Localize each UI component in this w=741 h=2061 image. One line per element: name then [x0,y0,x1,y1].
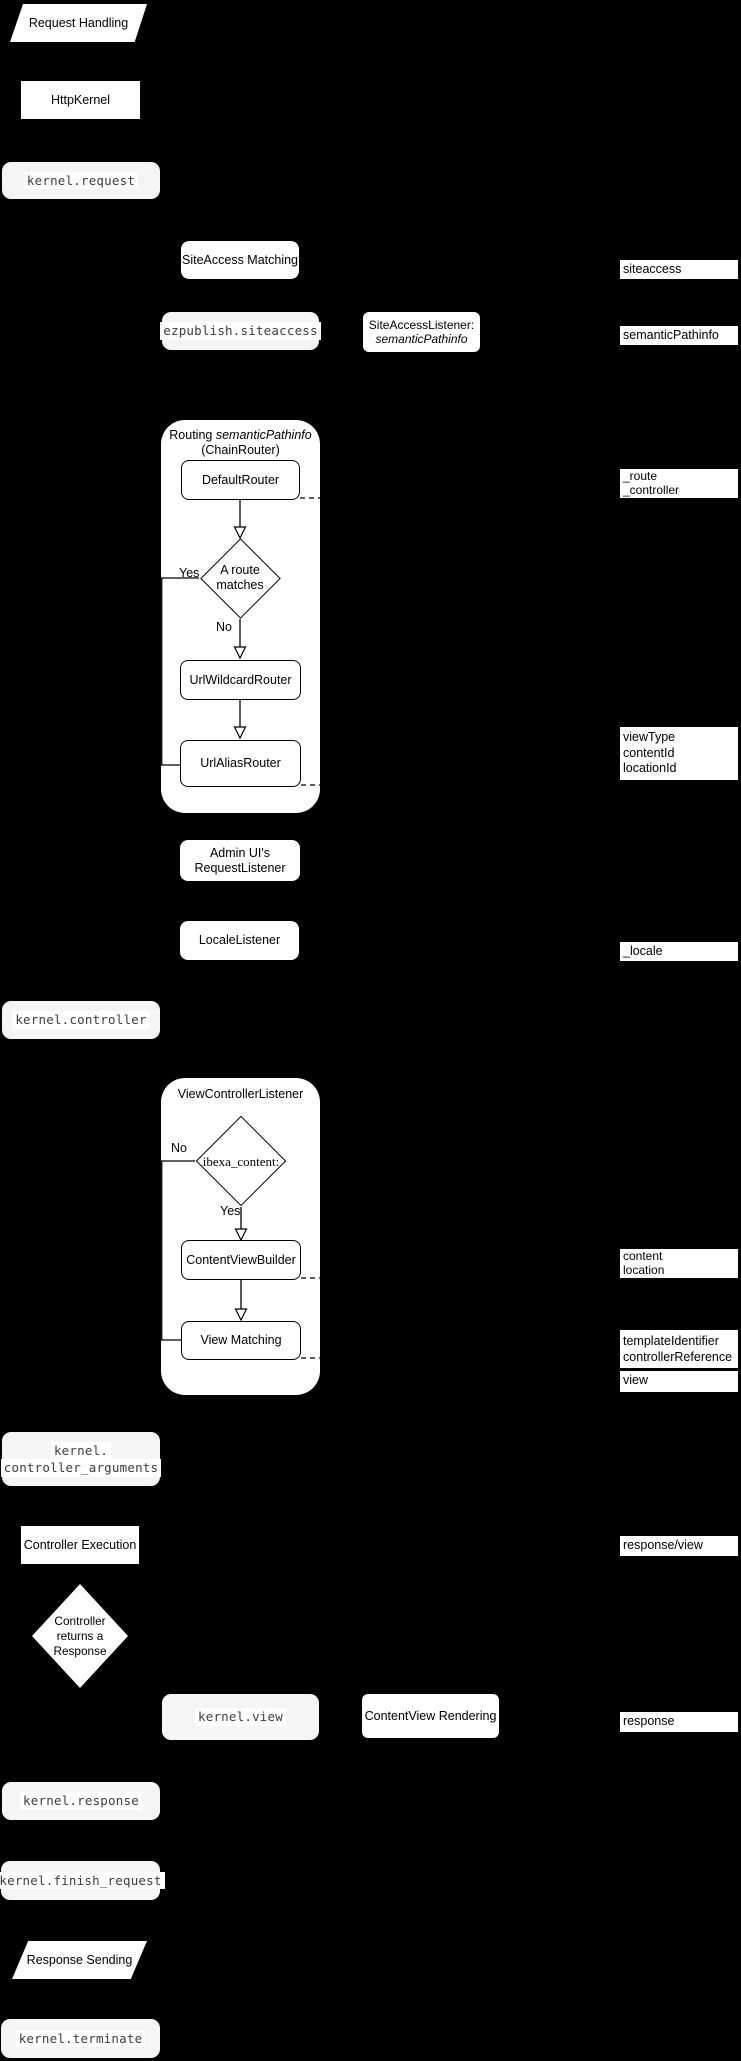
ezpublish-siteaccess-event: ezpublish.siteaccess [160,312,321,350]
route-param: _route [623,469,658,483]
response-sending-terminator: Response Sending [12,1941,147,1979]
semantic-pathinfo-param-label: semanticPathinfo [623,328,719,342]
siteaccess-param-label: siteaccess [623,262,682,276]
open-arrowhead-icon [234,1228,248,1242]
semantic-pathinfo-param-bar: semanticPathinfo [620,326,738,345]
response-view-param-label: response/view [623,1538,703,1552]
view-param-bar: view [620,1371,738,1392]
view-params-bar: viewType contentId locationId [620,727,738,780]
ezpublish-siteaccess-label: ezpublish.siteaccess [160,322,321,340]
kernel-response-event: kernel.response [2,1782,160,1820]
locationid-param: locationId [623,761,677,775]
kernel-finish-request-label: kernel.finish_request [0,1871,165,1890]
response-param-label: response [623,1714,675,1728]
view-param-label: view [623,1373,649,1387]
siteaccess-matching-label: SiteAccess Matching [181,252,299,267]
kernel-request-label: kernel.request [23,171,139,190]
no-branch-label: No [171,1141,187,1155]
contentview-rendering-label: ContentView Rendering [364,1708,497,1723]
kernel-terminate-label: kernel.terminate [15,2029,146,2048]
routing-flow-lines [161,497,320,786]
view-matching-node: View Matching [181,1321,301,1360]
siteaccess-listener-node: SiteAccessListener: semanticPathinfo [363,312,480,352]
yes-branch-label: Yes [179,566,200,580]
open-arrowhead-icon [233,526,247,540]
url-alias-router-label: UrlAliasRouter [200,756,281,770]
view-matching-label: View Matching [200,1333,282,1347]
locale-listener-label: LocaleListener [198,933,281,948]
response-view-param-bar: response/view [620,1536,738,1556]
siteaccess-matching-node: SiteAccess Matching [181,241,299,279]
http-kernel-node: HttpKernel [21,81,140,119]
content-view-builder-label: ContentViewBuilder [186,1252,296,1267]
controller-reference-param: controllerReference [623,1350,733,1364]
open-arrowhead-icon [233,646,247,660]
kernel-finish-request-event: kernel.finish_request [0,1861,165,1900]
contentid-param: contentId [623,745,675,760]
controller-returns-line2: returns a [56,1628,104,1643]
open-arrowhead-icon [233,726,247,740]
request-handling-terminator: Request Handling [10,4,147,42]
default-router-node: DefaultRouter [181,460,300,500]
siteaccess-listener-line1: SiteAccessListener: [368,317,475,332]
response-param-bar: response [620,1712,738,1732]
controller-returns-line1: Controller [54,1613,106,1628]
controller-returns-response-decision: Controller returns a Response [32,1584,128,1688]
siteaccess-listener-line2: semanticPathinfo [375,332,468,346]
default-router-label: DefaultRouter [201,472,280,487]
kernel-response-label: kernel.response [20,1792,142,1810]
response-sending-label: Response Sending [26,1953,133,1967]
locale-listener-node: LocaleListener [180,921,299,960]
kernel-controller-arguments-event: kernel. controller_arguments [0,1432,162,1486]
kernel-controller-label: kernel.controller [12,1011,150,1029]
url-wildcard-router-label: UrlWildcardRouter [189,672,292,687]
routing-group-title: Routing semanticPathinfo (ChainRouter) [161,428,320,458]
location-param: location [623,1262,665,1277]
admin-request-listener-node: Admin UI's RequestListener [180,840,300,881]
view-controller-flow-lines [161,1160,320,1359]
routing-title-italic: semanticPathinfo [215,428,312,442]
siteaccess-param-bar: siteaccess [620,260,738,279]
controller-execution-node: Controller Execution [21,1526,139,1564]
url-wildcard-router-node: UrlWildcardRouter [180,660,301,700]
open-arrowhead-icon [234,1308,248,1322]
routing-chainrouter-group: Routing semanticPathinfo (ChainRouter) D… [161,420,320,813]
locale-param-label: _locale [623,944,663,958]
kernel-controller-arguments-line1: kernel. [50,1441,112,1459]
route-matches-decision-label: A route matches [200,563,280,593]
kernel-controller-event: kernel.controller [2,1001,160,1039]
routing-title-line2: (ChainRouter) [201,443,280,457]
viewtype-param: viewType [623,730,676,744]
decision-line1: A route [220,563,260,577]
http-kernel-label: HttpKernel [50,92,111,107]
content-location-params-bar: content location [620,1249,738,1278]
content-view-builder-node: ContentViewBuilder [181,1240,301,1280]
template-controller-params-bar: templateIdentifier controllerReference [620,1330,738,1368]
decision-line2: matches [216,578,264,592]
controller-execution-label: Controller Execution [23,1537,137,1552]
ibexa-content-decision-label: ibexa_content: [202,1153,280,1169]
yes-branch-label: Yes [220,1204,241,1218]
url-alias-router-node: UrlAliasRouter [180,740,301,787]
routing-title-prefix: Routing [169,428,216,442]
view-controller-listener-group: ViewControllerListener ibexa_content: No… [161,1078,320,1395]
content-param: content [623,1249,663,1263]
template-identifier-param: templateIdentifier [623,1334,719,1348]
kernel-view-event: kernel.view [162,1694,319,1740]
contentview-rendering-node: ContentView Rendering [362,1694,499,1738]
admin-request-listener-line2: RequestListener [194,860,286,875]
request-handling-label: Request Handling [28,16,129,30]
kernel-view-label: kernel.view [195,1708,286,1726]
controller-returns-line3: Response [53,1643,107,1658]
route-params-bar: _route _controller [620,469,738,498]
controller-param: _controller [623,482,680,497]
kernel-controller-arguments-line2: controller_arguments [0,1459,162,1477]
admin-request-listener-line1: Admin UI's [209,845,271,860]
kernel-request-event: kernel.request [2,162,160,199]
no-branch-label: No [216,620,232,634]
kernel-terminate-event: kernel.terminate [1,2019,160,2058]
locale-param-bar: _locale [620,942,738,961]
view-controller-listener-title: ViewControllerListener [177,1087,304,1101]
